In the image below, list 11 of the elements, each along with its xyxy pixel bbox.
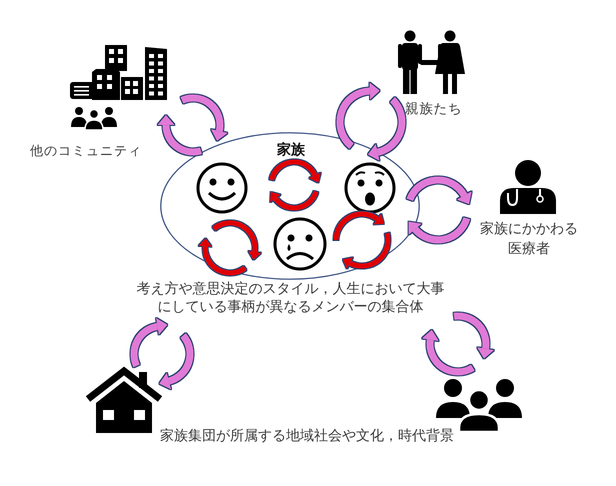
curved-arrow	[269, 159, 321, 182]
icon-label: 親族たち	[405, 101, 462, 119]
curved-arrow	[130, 318, 168, 368]
note-text: 家族集団が所属する地域社会や文化，時代背景	[160, 427, 454, 446]
curved-arrow	[212, 220, 262, 260]
icon-label: 他のコミュニティ	[30, 144, 142, 161]
curved-arrow	[270, 190, 318, 210]
icon-label: 家族にかかわる医療者	[479, 220, 579, 259]
group-heading: 家族	[277, 141, 305, 160]
curved-arrow	[198, 238, 246, 276]
curved-arrow	[342, 232, 390, 270]
